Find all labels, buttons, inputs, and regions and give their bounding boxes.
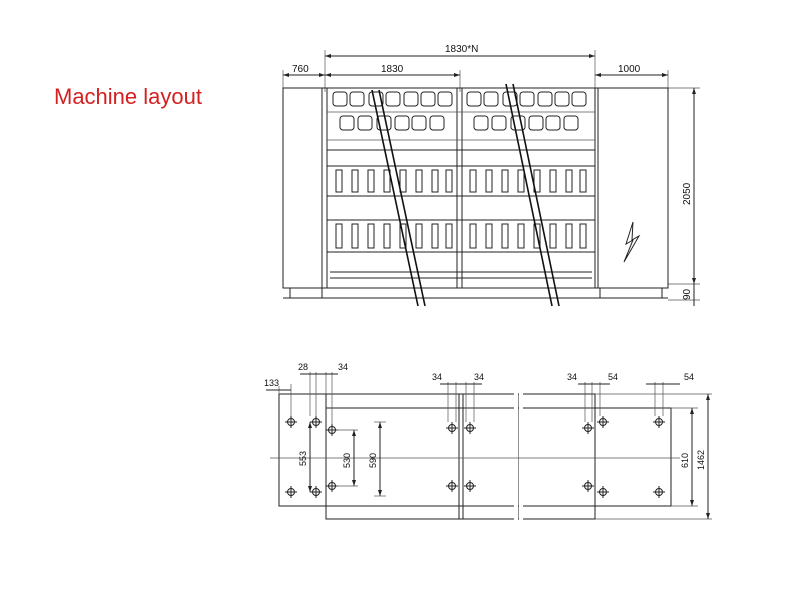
dim-54-a: 54: [608, 372, 618, 382]
page-title: Machine layout: [54, 84, 202, 109]
front-dimension-lines: [282, 50, 700, 306]
dim-base: 90: [682, 288, 693, 300]
electrical-hazard-icon: [623, 221, 641, 263]
creel-row-top: [332, 91, 587, 107]
dim-34-left: 34: [338, 362, 348, 372]
dim-590: 590: [368, 453, 378, 468]
dim-right-end: 1000: [618, 64, 641, 75]
dim-34-mid-b: 34: [474, 372, 484, 382]
dim-left-end: 760: [292, 64, 309, 75]
plan-view: 133 28 34 34 34 34 54 54 553 530 590 610…: [264, 362, 712, 521]
creel-row-second: [339, 115, 579, 131]
dim-28: 28: [298, 362, 308, 372]
dim-total-length: 1830*N: [445, 44, 478, 55]
dim-54-b: 54: [684, 372, 694, 382]
dim-553: 553: [298, 451, 308, 466]
dim-section-length: 1830: [381, 64, 404, 75]
plan-outline: [270, 392, 680, 521]
plan-dimension-lines: [266, 372, 712, 520]
dim-610: 610: [680, 453, 690, 468]
dim-34-mid-a: 34: [432, 372, 442, 382]
dim-530: 530: [342, 453, 352, 468]
spindle-row-lower: [335, 223, 587, 249]
dim-1462: 1462: [696, 450, 706, 470]
machine-frame: [282, 87, 669, 299]
dim-34-right: 34: [567, 372, 577, 382]
diagonal-guides: [371, 83, 560, 307]
anchor-bolts: [285, 416, 665, 498]
spindle-row-upper: [335, 169, 587, 193]
dim-133: 133: [264, 378, 279, 388]
front-view: 1830*N 1830 760 1000 2050 90: [282, 44, 700, 307]
dim-height: 2050: [682, 182, 693, 205]
